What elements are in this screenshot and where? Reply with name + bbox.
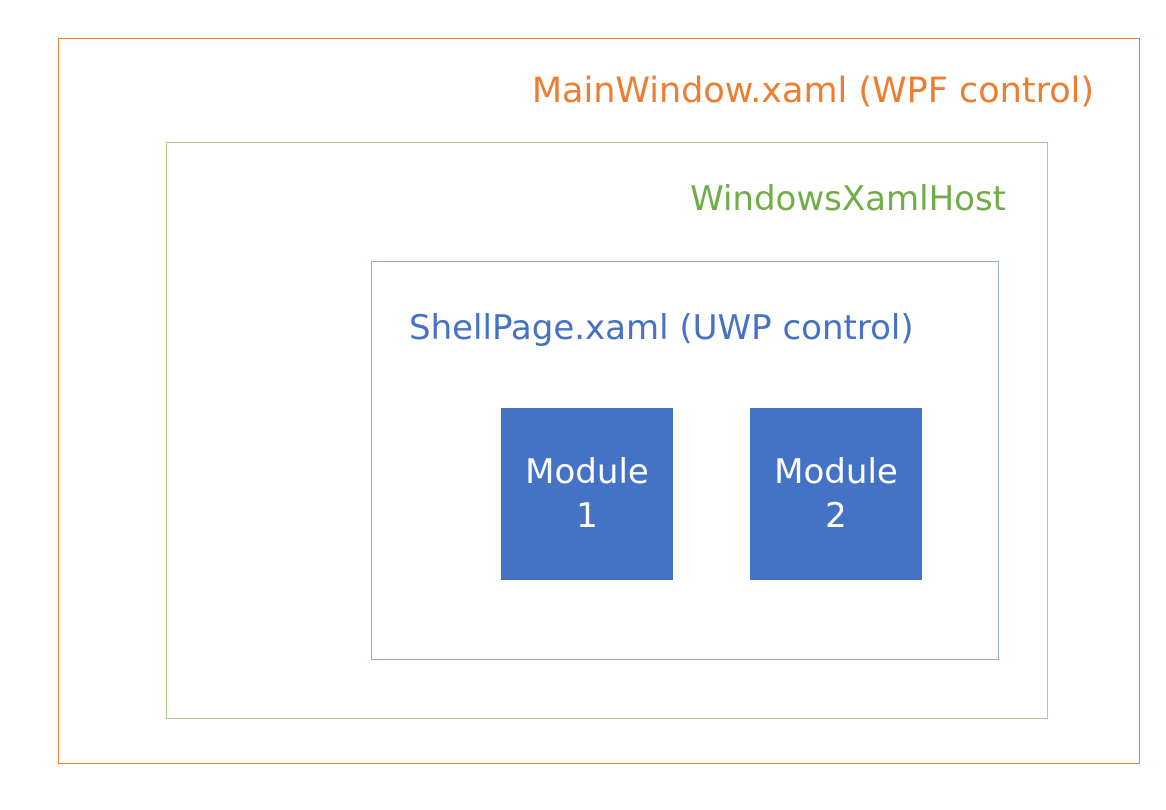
main-window-label: MainWindow.xaml (WPF control) xyxy=(531,71,1094,111)
windows-xaml-host-box xyxy=(166,142,1048,719)
module-2-box: Module 2 xyxy=(750,408,922,580)
module-1-box: Module 1 xyxy=(501,408,673,580)
main-window-box xyxy=(58,38,1140,764)
shell-page-label: ShellPage.xaml (UWP control) xyxy=(409,308,914,348)
windows-xaml-host-label: WindowsXamlHost xyxy=(690,179,1006,219)
shell-page-box xyxy=(371,261,999,660)
